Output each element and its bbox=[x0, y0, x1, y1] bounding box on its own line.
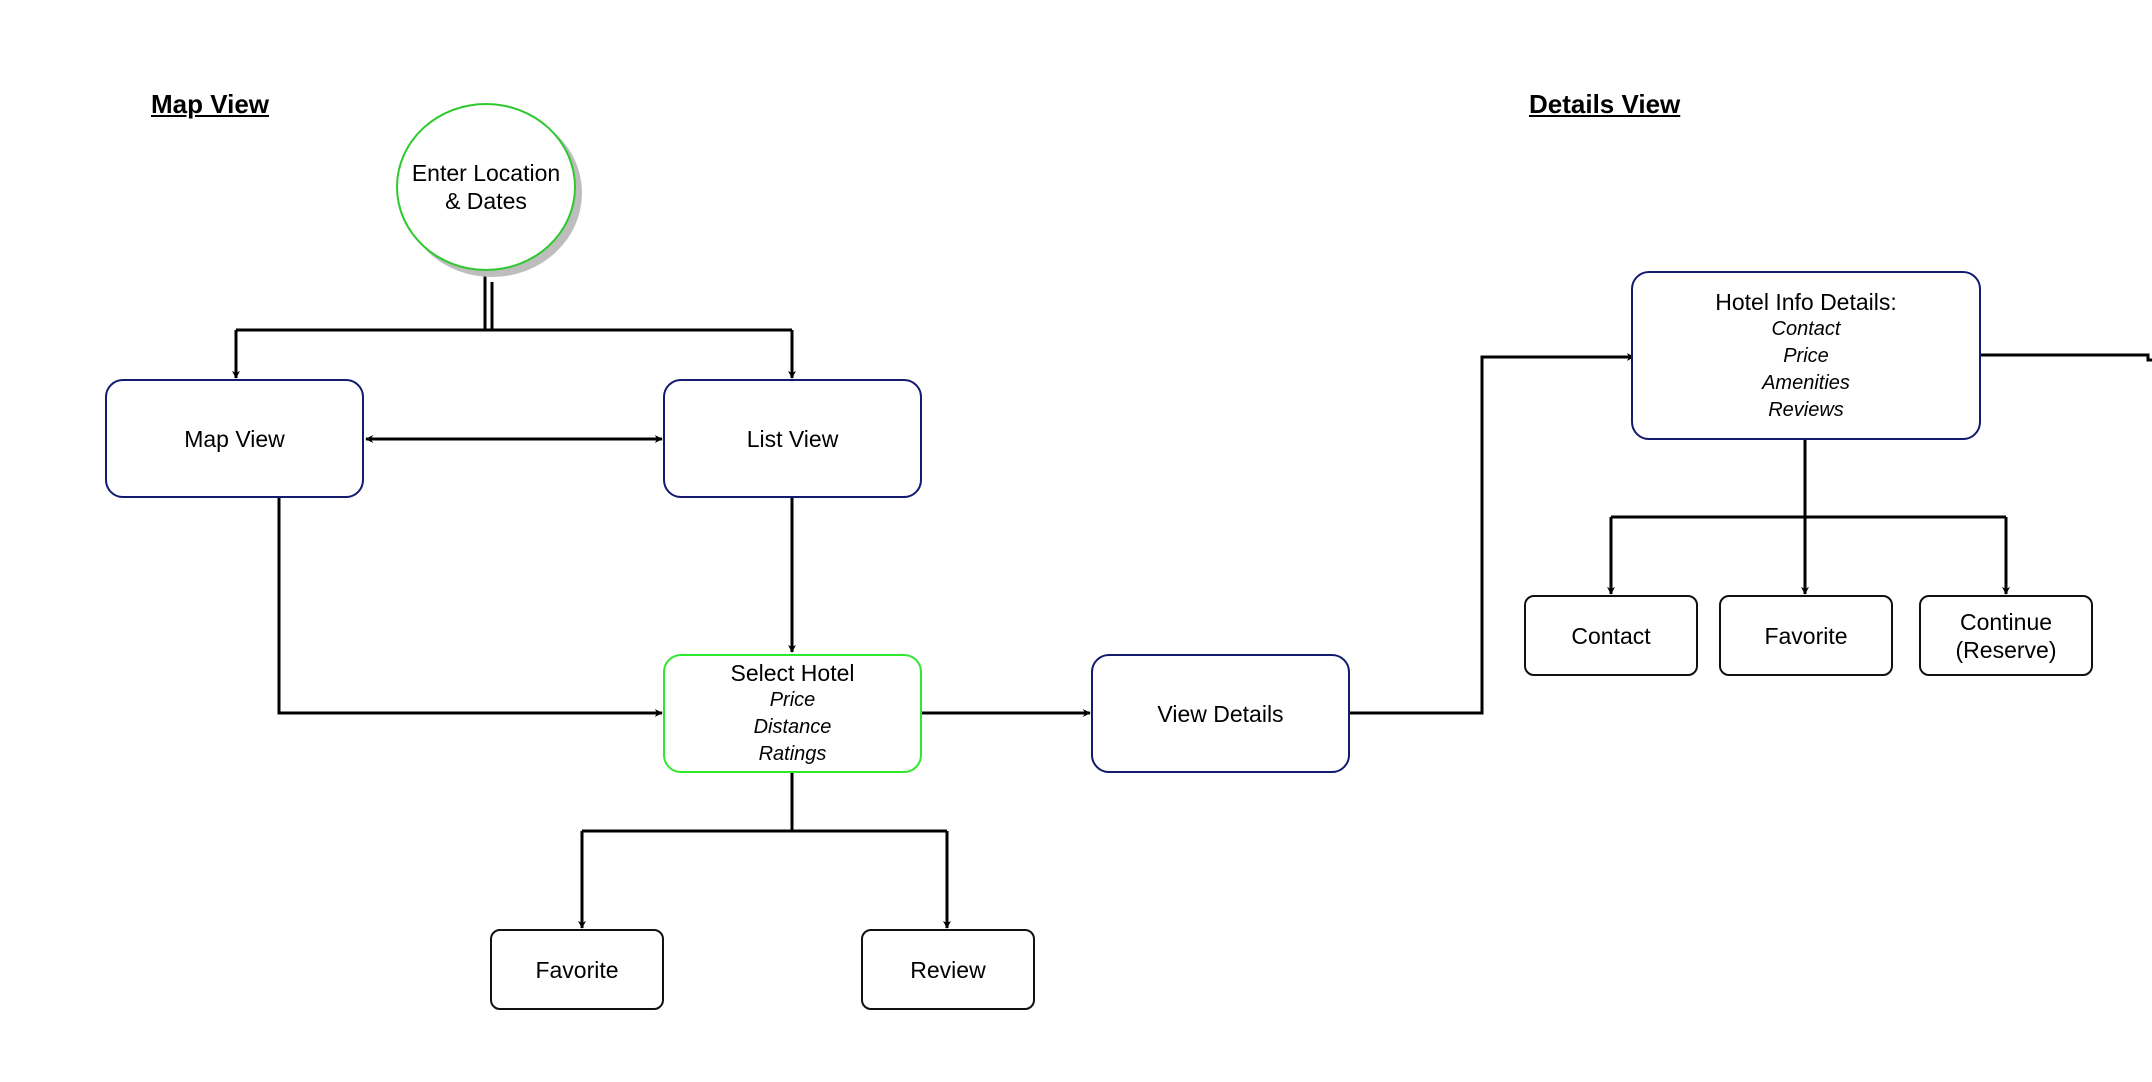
select-hotel-node[interactable]: Select Hotel Price Distance Ratings bbox=[663, 654, 922, 773]
connector-select-split bbox=[582, 772, 947, 833]
start-node-line-2: & Dates bbox=[445, 188, 527, 214]
hotel-info-attr-contact: Contact bbox=[1771, 317, 1841, 340]
hotel-info-attr-price: Price bbox=[1783, 344, 1829, 367]
favorite-right-label: Favorite bbox=[1764, 622, 1848, 649]
select-hotel-attr-price: Price bbox=[769, 689, 816, 711]
continue-reserve-node[interactable]: Continue (Reserve) bbox=[1919, 595, 2093, 676]
select-hotel-attr-ratings: Ratings bbox=[758, 743, 827, 765]
list-view-node-label: List View bbox=[746, 425, 839, 452]
continue-line-2: (Reserve) bbox=[1955, 636, 2057, 663]
map-view-node[interactable]: Map View bbox=[105, 379, 364, 498]
hotel-info-title: Hotel Info Details: bbox=[1715, 288, 1897, 315]
map-view-node-label: Map View bbox=[184, 425, 285, 452]
review-node[interactable]: Review bbox=[861, 929, 1035, 1010]
select-hotel-attr-distance: Distance bbox=[753, 716, 832, 738]
connector-hotel-info-split bbox=[1611, 439, 2006, 519]
connector-start-to-split bbox=[483, 270, 494, 330]
start-node-enter-location[interactable]: Enter Location & Dates bbox=[396, 103, 576, 271]
hotel-info-details-node[interactable]: Hotel Info Details: Contact Price Amenit… bbox=[1631, 271, 1981, 440]
heading-map-view: Map View bbox=[151, 89, 270, 119]
continue-line-1: Continue bbox=[1959, 608, 2053, 635]
hotel-info-attr-amenities: Amenities bbox=[1762, 371, 1850, 394]
favorite-node-left[interactable]: Favorite bbox=[490, 929, 664, 1010]
connector-map-to-select bbox=[277, 497, 663, 717]
connector-view-details-to-hotel-info bbox=[1349, 353, 1635, 715]
heading-details-view: Details View bbox=[1529, 89, 1681, 119]
review-label: Review bbox=[910, 956, 986, 983]
start-node-line-1: Enter Location bbox=[411, 160, 561, 186]
contact-node[interactable]: Contact bbox=[1524, 595, 1698, 676]
list-view-node[interactable]: List View bbox=[663, 379, 922, 498]
hotel-info-attr-reviews: Reviews bbox=[1768, 398, 1844, 421]
contact-label: Contact bbox=[1571, 622, 1651, 649]
view-details-node-label: View Details bbox=[1157, 700, 1284, 727]
favorite-node-right[interactable]: Favorite bbox=[1719, 595, 1893, 676]
select-hotel-title: Select Hotel bbox=[730, 660, 855, 686]
connector-hotel-info-exit bbox=[1980, 353, 2152, 362]
view-details-node[interactable]: View Details bbox=[1091, 654, 1350, 773]
favorite-left-label: Favorite bbox=[535, 956, 619, 983]
